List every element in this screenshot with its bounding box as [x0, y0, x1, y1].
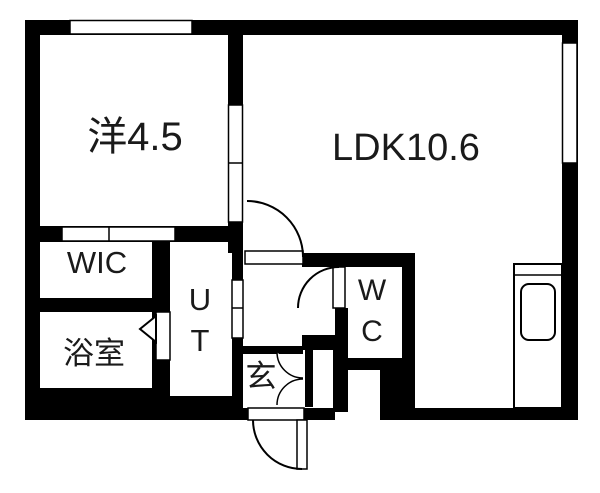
window-bedroom-icon	[69, 19, 193, 35]
utility-label: U T	[170, 279, 230, 361]
toilet-label-line2: C	[361, 315, 383, 348]
window-ldk-icon	[561, 42, 578, 164]
door-wc-icon	[297, 266, 346, 309]
toilet-label: W C	[342, 270, 402, 352]
bedroom-label: 洋4.5	[87, 115, 183, 159]
wall-exterior-south-bath	[25, 388, 152, 420]
wall-hall-wc-north	[302, 253, 415, 267]
entrance-step-edge	[243, 346, 303, 354]
shoe-cabinet-doors-icon	[276, 351, 304, 406]
kitchen-counter	[513, 263, 563, 409]
door-ldk-icon	[244, 200, 304, 265]
utility-label-line2: T	[190, 323, 210, 358]
entrance-label: 玄	[245, 359, 277, 394]
wall-wc-south	[335, 358, 415, 370]
wall-shoe-cabinet-north	[302, 335, 348, 350]
shoe-cabinet-interior	[313, 350, 333, 407]
sliding-door-bedroom-wic-icon	[61, 226, 176, 242]
entrance-door-icon	[247, 407, 308, 470]
sliding-door-bedroom-ldk-icon	[227, 104, 244, 223]
opening-utility-hall-icon	[231, 279, 244, 339]
shoe-cabinet-front-line	[305, 350, 313, 407]
folding-door-bathroom-icon	[138, 311, 171, 361]
bathroom-label: 浴室	[63, 336, 125, 371]
wall-wc-east	[402, 253, 415, 412]
wall-exterior-west	[25, 20, 40, 420]
wall-shoe-cabinet-east	[333, 350, 348, 412]
utility-label-line1: U	[188, 282, 212, 317]
kitchen-sink-icon	[520, 283, 556, 341]
wall-wic-bathroom	[25, 298, 152, 312]
toilet-label-line1: W	[357, 274, 387, 307]
ldk-label: LDK10.6	[332, 127, 480, 169]
wall-exterior-south-ldk	[380, 408, 578, 420]
wic-label: WIC	[66, 245, 128, 280]
